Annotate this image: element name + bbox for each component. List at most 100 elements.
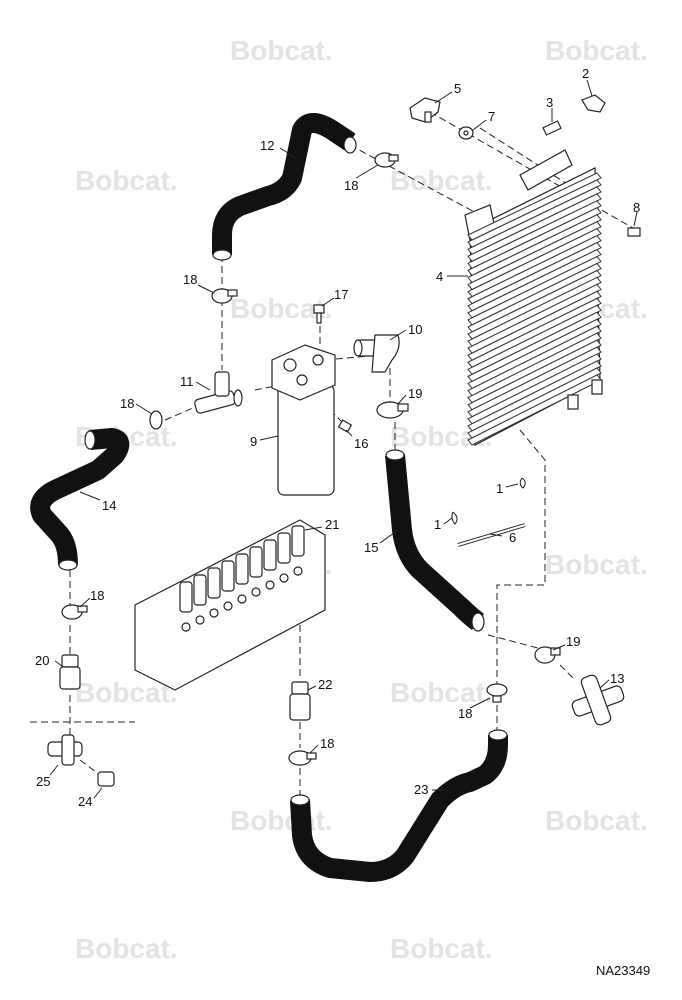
watermark-text: Bobcat. bbox=[545, 549, 648, 580]
watermark-logo: Bobcat. bbox=[230, 805, 333, 836]
callout-clamp-bottom-right: 18 bbox=[458, 706, 472, 721]
clamp-upper-left bbox=[211, 288, 238, 304]
valve-section bbox=[249, 546, 263, 578]
elbow-fitting bbox=[353, 334, 400, 373]
callout-clamp-top: 18 bbox=[344, 178, 358, 193]
callout-knob-nut: 2 bbox=[582, 66, 589, 81]
cooler-fin bbox=[467, 325, 602, 397]
callout-elbow-fitting: 10 bbox=[408, 322, 422, 337]
clamp-top bbox=[374, 152, 399, 168]
washer bbox=[458, 126, 474, 140]
callout-pin-bolt: 8 bbox=[633, 200, 640, 215]
callout-control-valve: 21 bbox=[325, 517, 339, 532]
middle-hose bbox=[385, 454, 485, 630]
callout-middle-hose: 15 bbox=[364, 540, 378, 555]
cooler-fin bbox=[467, 179, 602, 248]
callout-clamp-lower-left: 18 bbox=[90, 588, 104, 603]
cooler-fin bbox=[467, 332, 602, 404]
callout-upper-hose: 12 bbox=[260, 138, 274, 153]
callout-lower-hose: 23 bbox=[414, 782, 428, 797]
clamp-lower-left bbox=[61, 604, 88, 620]
cooler-fin bbox=[467, 346, 602, 418]
reference-code: NA23349 bbox=[596, 963, 650, 978]
cooler-fin bbox=[467, 290, 602, 361]
control-valve bbox=[134, 519, 326, 691]
watermark-text: Bobcat. bbox=[75, 933, 178, 964]
cooler-fin bbox=[467, 360, 602, 432]
valve-sections bbox=[179, 525, 305, 632]
clamp-bottom-center bbox=[288, 750, 317, 766]
cooler-fin bbox=[467, 339, 602, 411]
cooler-fin bbox=[467, 248, 602, 319]
cooler-fin bbox=[467, 207, 602, 276]
callout-cross-fitting: 13 bbox=[610, 671, 624, 686]
pin-a bbox=[519, 477, 526, 489]
valve-section bbox=[263, 539, 277, 571]
lower-hose bbox=[290, 735, 508, 882]
valve-section bbox=[291, 525, 305, 557]
pin-b bbox=[451, 511, 458, 525]
callout-left-hose: 14 bbox=[102, 498, 116, 513]
cooler-fin bbox=[467, 186, 602, 255]
cooler-fin bbox=[467, 318, 602, 390]
valve-port bbox=[181, 622, 191, 632]
small-fitting bbox=[542, 120, 562, 136]
callout-cap-nut: 24 bbox=[78, 794, 92, 809]
clamp-lower-right bbox=[534, 646, 561, 664]
cooler-fin bbox=[467, 221, 602, 291]
watermark-logo: Bobcat. bbox=[545, 549, 648, 580]
valve-port bbox=[293, 566, 303, 576]
callout-filter-bolt: 17 bbox=[334, 287, 348, 302]
cooler-fin bbox=[467, 172, 602, 241]
hose-ends bbox=[58, 136, 508, 806]
valve-port bbox=[195, 615, 205, 625]
watermark-text: Bobcat. bbox=[390, 165, 493, 196]
cooler-fin bbox=[467, 200, 602, 269]
valve-port bbox=[237, 594, 247, 604]
cooler-fin bbox=[467, 235, 602, 305]
cap-nut bbox=[97, 771, 115, 787]
callout-small-fitting: 3 bbox=[546, 95, 553, 110]
filter bbox=[271, 344, 336, 496]
watermark-logo: Bobcat. bbox=[390, 677, 493, 708]
tee-fitting bbox=[194, 371, 243, 414]
clamp-left bbox=[149, 410, 163, 430]
cooler-fin bbox=[467, 269, 602, 340]
valve-section bbox=[235, 553, 249, 585]
watermark-text: Bobcat. bbox=[75, 165, 178, 196]
cross-fitting bbox=[571, 674, 625, 726]
watermark-text: Bobcat. bbox=[545, 805, 648, 836]
callout-clamp-lower-right: 19 bbox=[566, 634, 580, 649]
callout-washer: 7 bbox=[488, 109, 495, 124]
cooler-fin bbox=[467, 311, 602, 383]
upper-hose bbox=[212, 113, 356, 255]
callouts: 1 1 2 3 4 5 6 7 8 9 10 11 12 13 14 15 16… bbox=[35, 66, 640, 809]
clamps bbox=[61, 152, 561, 766]
knob-bolt bbox=[409, 97, 441, 123]
callout-knob-bolt: 5 bbox=[454, 81, 461, 96]
callout-straight-fitting-center: 22 bbox=[318, 677, 332, 692]
watermark-text: Bobcat. bbox=[390, 677, 493, 708]
callout-tee-fitting: 11 bbox=[180, 374, 194, 389]
watermark-text: Bobcat. bbox=[390, 933, 493, 964]
callout-clamp-mid-right: 19 bbox=[408, 386, 422, 401]
valve-port bbox=[279, 573, 289, 583]
cooler-fins bbox=[467, 172, 602, 446]
watermark-logo: Bobcat. bbox=[390, 165, 493, 196]
callout-filter-plug: 16 bbox=[354, 436, 368, 451]
valve-section bbox=[179, 581, 193, 613]
cooler-fin bbox=[467, 276, 602, 347]
cooler-fin bbox=[467, 297, 602, 368]
watermark-logo: Bobcat. bbox=[75, 165, 178, 196]
cooler-fin bbox=[467, 193, 602, 262]
watermark-text: Bobcat. bbox=[545, 35, 648, 66]
valve-port bbox=[209, 608, 219, 618]
cooler-fin bbox=[467, 242, 602, 312]
callout-straight-fitting-left: 20 bbox=[35, 653, 49, 668]
cooler-fin bbox=[467, 367, 602, 439]
callout-elbow-tee-left: 25 bbox=[36, 774, 50, 789]
clamp-mid-right bbox=[376, 401, 409, 419]
knob-nut bbox=[581, 94, 606, 113]
cooler-fin bbox=[467, 353, 602, 425]
